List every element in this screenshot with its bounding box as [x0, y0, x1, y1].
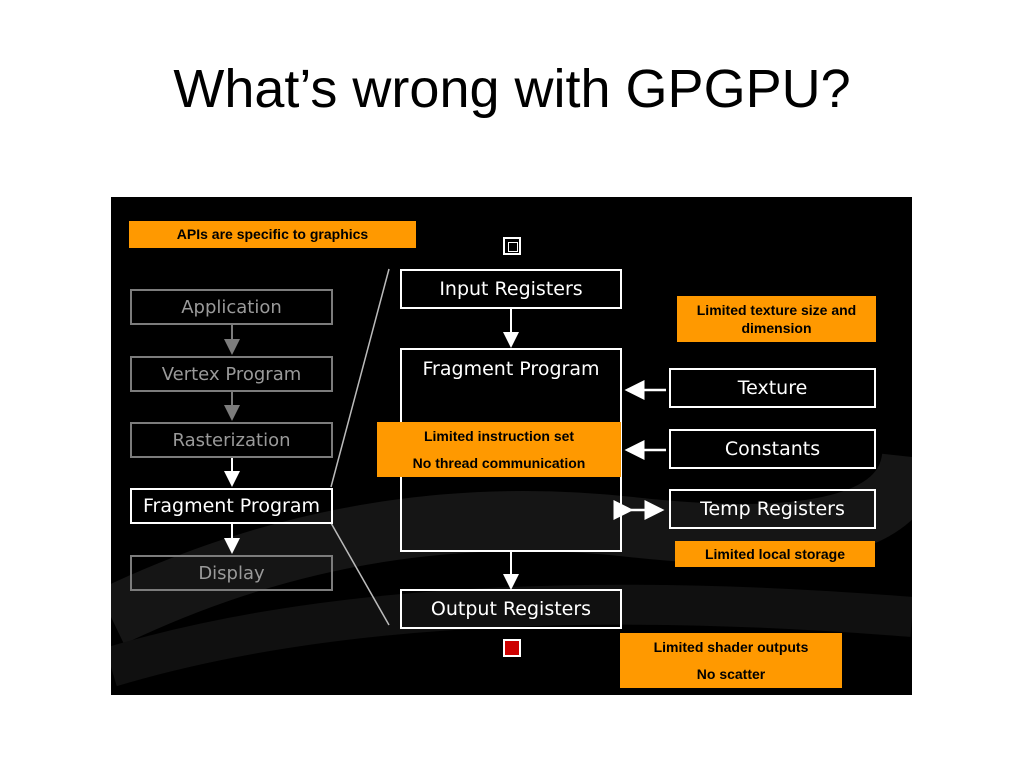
texture-box: Texture: [669, 368, 876, 408]
note-local-storage-text: Limited local storage: [704, 545, 846, 562]
stage-application: Application: [130, 289, 333, 325]
constants-box: Constants: [669, 429, 876, 469]
zoom-line-top: [330, 268, 390, 488]
stage-rasterization: Rasterization: [130, 422, 333, 458]
diagram-connectors: [224, 268, 666, 626]
background-swoosh: [111, 451, 912, 687]
zoom-line-bottom: [330, 522, 390, 626]
note-shader-outputs: Limited shader outputs No scatter: [620, 633, 842, 688]
note-shader-outputs-text: Limited shader outputs: [653, 639, 809, 656]
note-instruction-set-text: Limited instruction set: [423, 428, 575, 445]
note-thread-comm-text: No thread communication: [412, 454, 586, 471]
note-apis-text: APIs are specific to graphics: [176, 226, 369, 243]
output-registers-box: Output Registers: [400, 589, 622, 629]
note-texture-limit: Limited texture size and dimension: [677, 296, 876, 342]
slide-title: What’s wrong with GPGPU?: [173, 59, 851, 119]
note-scatter-text: No scatter: [696, 665, 766, 682]
stage-display: Display: [130, 555, 333, 591]
stage-fragment-program: Fragment Program: [130, 488, 333, 524]
temp-registers-box: Temp Registers: [669, 489, 876, 529]
note-instruction-limits: Limited instruction set No thread commun…: [377, 422, 621, 477]
diagram-panel: Application Vertex Program Rasterization…: [111, 197, 912, 695]
output-marker-icon: [503, 639, 521, 657]
stage-vertex-program: Vertex Program: [130, 356, 333, 392]
fragment-program-label: Fragment Program: [422, 358, 600, 380]
input-marker-icon: [503, 237, 521, 255]
note-apis: APIs are specific to graphics: [129, 221, 416, 248]
input-registers-box: Input Registers: [400, 269, 622, 309]
note-local-storage: Limited local storage: [675, 541, 875, 567]
note-texture-limit-text: Limited texture size and dimension: [696, 301, 857, 336]
